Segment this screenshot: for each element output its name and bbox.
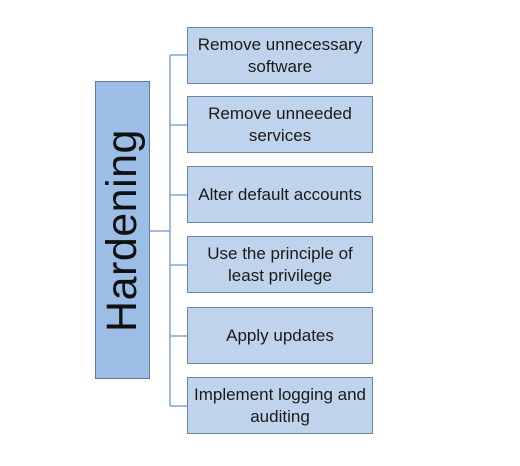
child-label: Apply updates: [226, 325, 334, 345]
child-node-apply-updates: Apply updates: [187, 307, 373, 364]
child-node-remove-software: Remove unnecessary software: [187, 27, 373, 84]
child-label: Alter default accounts: [198, 184, 362, 204]
child-node-least-privilege: Use the principle of least privilege: [187, 236, 373, 293]
child-label: Implement logging and auditing: [193, 384, 366, 426]
root-node: Hardening: [95, 81, 150, 379]
child-label: Use the principle of least privilege: [207, 243, 353, 285]
child-node-logging-auditing: Implement logging and auditing: [187, 377, 373, 434]
child-node-alter-accounts: Alter default accounts: [187, 166, 373, 223]
child-label: Remove unneeded services: [208, 103, 352, 145]
child-label: Remove unnecessary software: [197, 34, 363, 76]
root-label: Hardening: [98, 128, 147, 332]
child-node-remove-services: Remove unneeded services: [187, 96, 373, 153]
